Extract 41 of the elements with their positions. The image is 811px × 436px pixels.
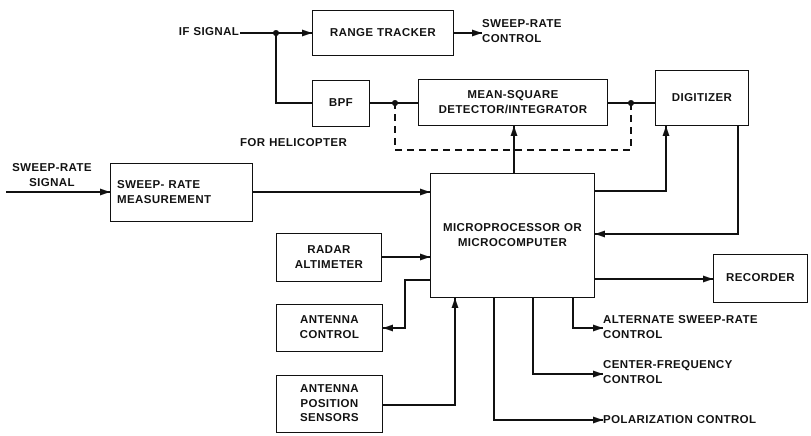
block-box [430, 173, 595, 298]
signal-label: POLARIZATION CONTROL [603, 412, 756, 428]
block-label: ANTENNA POSITION SENSORS [298, 382, 360, 426]
arrow [382, 254, 430, 260]
block-box [713, 254, 808, 303]
arrow [595, 276, 713, 282]
signal-label: CENTER-FREQUENCY CONTROL [603, 358, 734, 388]
signal-label: SWEEP-RATE CONTROL [482, 17, 563, 47]
block-box [312, 80, 370, 127]
block-label: ANTENNA CONTROL [298, 313, 360, 343]
block-box [110, 163, 253, 222]
note-label: FOR HELICOPTER [240, 137, 348, 149]
arrow [454, 30, 482, 36]
block-label: MICROPROCESSOR OR MICROCOMPUTER [442, 220, 584, 250]
block-box [276, 304, 383, 352]
arrow [6, 188, 110, 196]
arrow [253, 188, 430, 196]
block-label: RANGE TRACKER [330, 26, 436, 40]
signal-label: IF SIGNAL [178, 24, 240, 40]
block-box [418, 79, 608, 126]
arrow [383, 298, 458, 406]
arrow [383, 279, 430, 332]
dashed-connector [370, 102, 655, 151]
arrow [510, 126, 518, 173]
block-label: RADAR ALTIMETER [294, 242, 364, 272]
block-label: BPF [328, 96, 354, 111]
block-box [312, 10, 454, 56]
block-label: RECORDER [726, 271, 795, 286]
signal-label: ALTERNATE SWEEP-RATE CONTROL [603, 313, 759, 343]
arrow [532, 298, 603, 378]
arrow [572, 298, 603, 332]
block-box [655, 70, 749, 126]
signal-label: SWEEP-RATE SIGNAL [11, 161, 93, 191]
block-box [276, 375, 383, 433]
block-label: SWEEP- RATE MEASUREMENT [117, 178, 212, 208]
block-label: DIGITIZER [672, 90, 732, 106]
block-label: MEAN-SQUARE DETECTOR/INTEGRATOR [438, 88, 588, 118]
block-box [276, 233, 382, 282]
arrow [595, 126, 739, 238]
arrow [595, 126, 670, 192]
arrow [493, 298, 603, 424]
